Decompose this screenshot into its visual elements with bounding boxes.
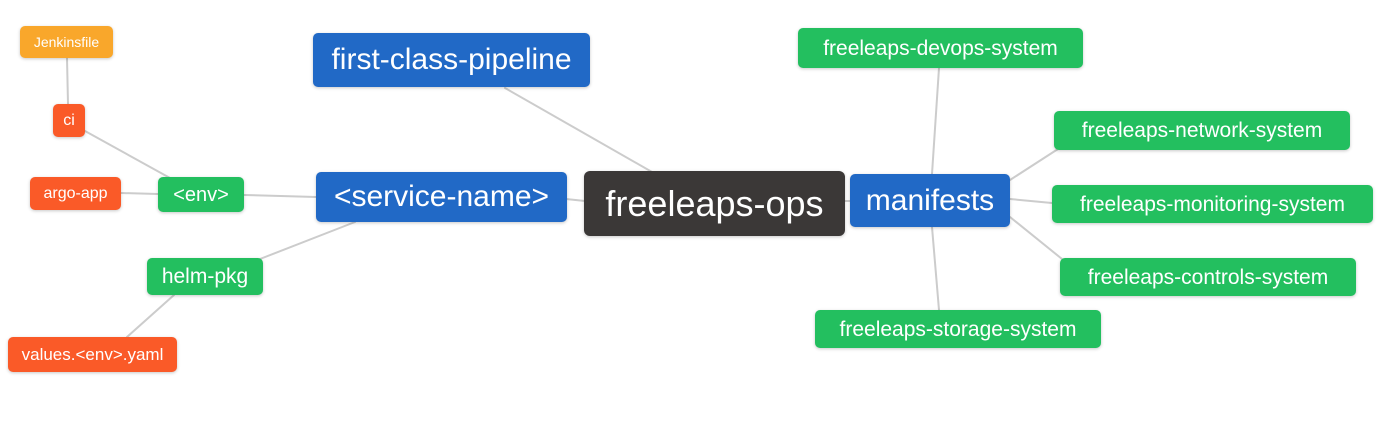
edge-argo-app-env [120, 192, 159, 195]
node-jenkinsfile[interactable]: Jenkinsfile [20, 26, 113, 58]
node-freeleaps-monitoring-system[interactable]: freeleaps-monitoring-system [1052, 185, 1373, 223]
node-ci[interactable]: ci [53, 104, 85, 137]
edge-manifests-network-system [1009, 148, 1059, 181]
node-service-name[interactable]: <service-name> [316, 172, 567, 222]
edge-helm-pkg-values [126, 294, 175, 338]
edge-manifests-devops-system [931, 67, 940, 175]
node-freeleaps-ops-root[interactable]: freeleaps-ops [584, 171, 845, 236]
edge-ci-env [84, 130, 171, 179]
edge-manifests-storage-system [931, 226, 940, 311]
node-env[interactable]: <env> [158, 177, 244, 212]
edge-manifests-controls-system [1009, 216, 1063, 260]
node-argo-app[interactable]: argo-app [30, 177, 121, 210]
node-first-class-pipeline[interactable]: first-class-pipeline [313, 33, 590, 87]
edge-jenkinsfile-ci [66, 57, 69, 105]
edge-service-name-freeleaps-ops [565, 198, 586, 202]
edge-service-name-helm-pkg [259, 221, 356, 260]
node-freeleaps-storage-system[interactable]: freeleaps-storage-system [815, 310, 1101, 348]
node-helm-pkg[interactable]: helm-pkg [147, 258, 263, 295]
node-values-env-yaml[interactable]: values.<env>.yaml [8, 337, 177, 372]
edge-manifests-monitoring-system [1009, 198, 1053, 204]
node-manifests[interactable]: manifests [850, 174, 1010, 227]
node-freeleaps-devops-system[interactable]: freeleaps-devops-system [798, 28, 1083, 68]
node-freeleaps-network-system[interactable]: freeleaps-network-system [1054, 111, 1350, 150]
edge-first-class-pipeline-freeleaps-ops [504, 87, 653, 173]
node-freeleaps-controls-system[interactable]: freeleaps-controls-system [1060, 258, 1356, 296]
edge-env-service-name [243, 194, 317, 198]
